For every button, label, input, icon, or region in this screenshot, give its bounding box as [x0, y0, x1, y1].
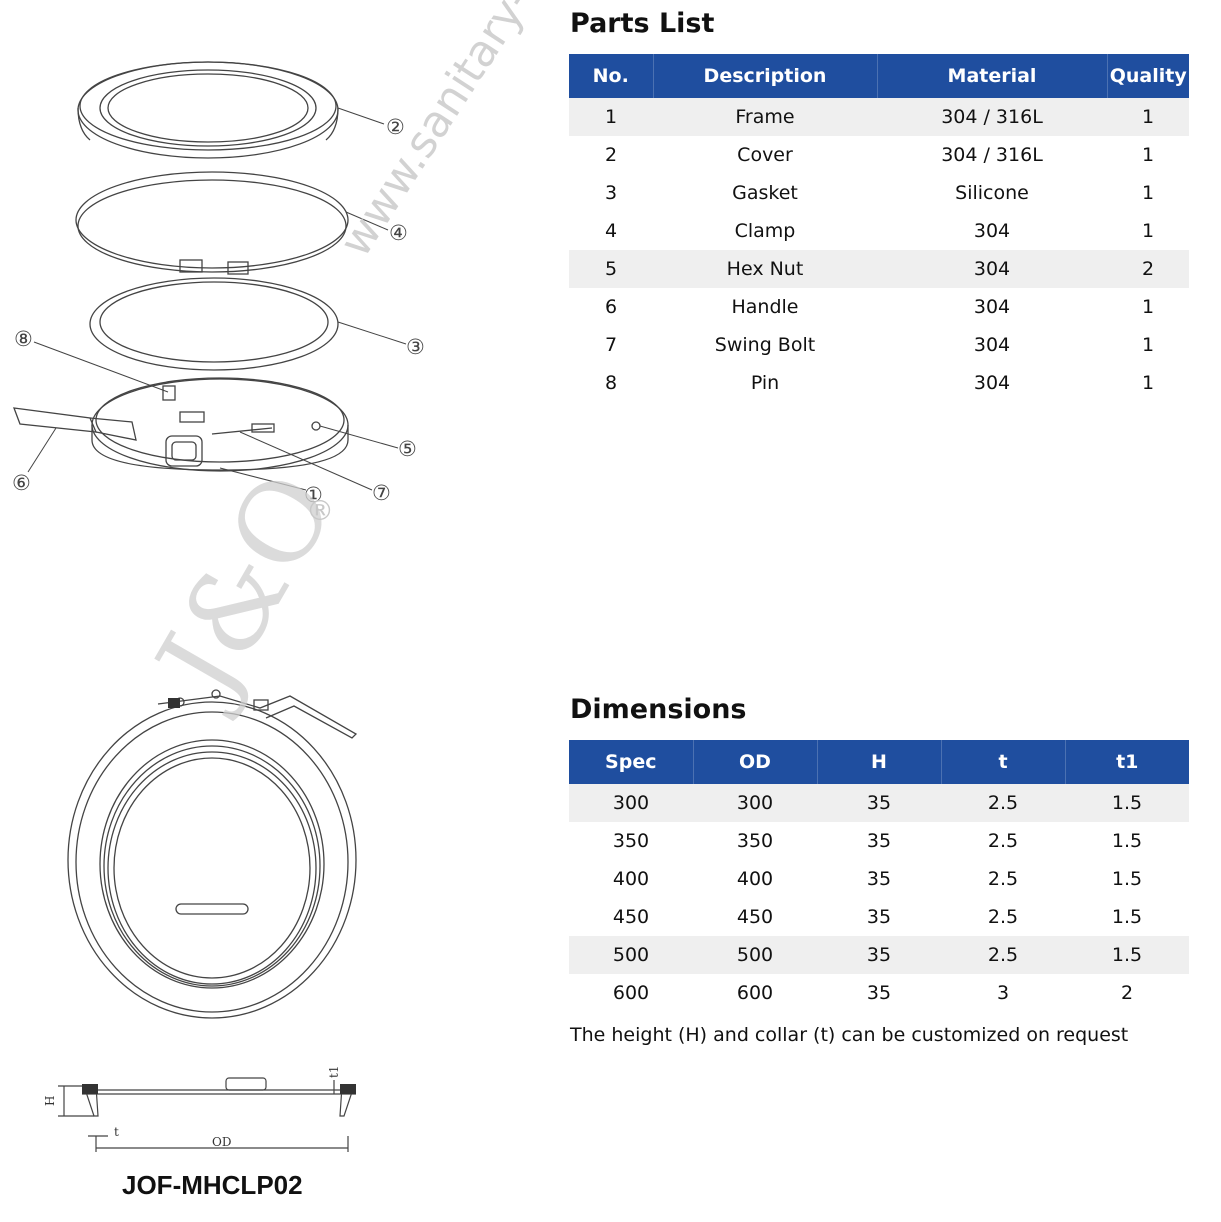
header-t: t: [941, 740, 1066, 784]
callout-3: ③: [406, 335, 425, 359]
header-spec: Spec: [569, 740, 694, 784]
callout-1: ①: [304, 483, 323, 507]
callout-2: ②: [386, 115, 405, 139]
callout-4: ④: [389, 221, 408, 245]
callout-7: ⑦: [372, 481, 391, 505]
section-drawing: H t OD t1: [43, 1066, 356, 1152]
dimensions-title: Dimensions: [570, 694, 747, 725]
header-quality: Quality: [1107, 54, 1189, 98]
label-od: OD: [212, 1135, 231, 1149]
exploded-view-drawing: ② ④ ③ ⑤ ⑧ ⑥ ⑦ ①: [12, 61, 425, 507]
table-header-row: Spec OD H t t1: [569, 740, 1189, 784]
callout-5: ⑤: [398, 437, 417, 461]
label-t1: t1: [327, 1066, 341, 1078]
watermark-registered: ®: [306, 494, 334, 527]
parts-list-title: Parts List: [570, 8, 715, 39]
model-code: JOF-MHCLP02: [122, 1170, 303, 1200]
label-t: t: [114, 1125, 119, 1139]
callout-8: ⑧: [14, 327, 33, 351]
customization-note: The height (H) and collar (t) can be cus…: [570, 1024, 1129, 1046]
callout-6: ⑥: [12, 471, 31, 495]
header-description: Description: [653, 54, 878, 98]
header-no: No.: [569, 54, 654, 98]
label-h: H: [43, 1096, 57, 1106]
header-h: H: [817, 740, 942, 784]
header-od: OD: [693, 740, 818, 784]
header-t1: t1: [1065, 740, 1189, 784]
table-header-row: No. Description Material Quality: [569, 54, 1189, 98]
header-material: Material: [877, 54, 1108, 98]
top-view-drawing: [67, 689, 358, 1019]
